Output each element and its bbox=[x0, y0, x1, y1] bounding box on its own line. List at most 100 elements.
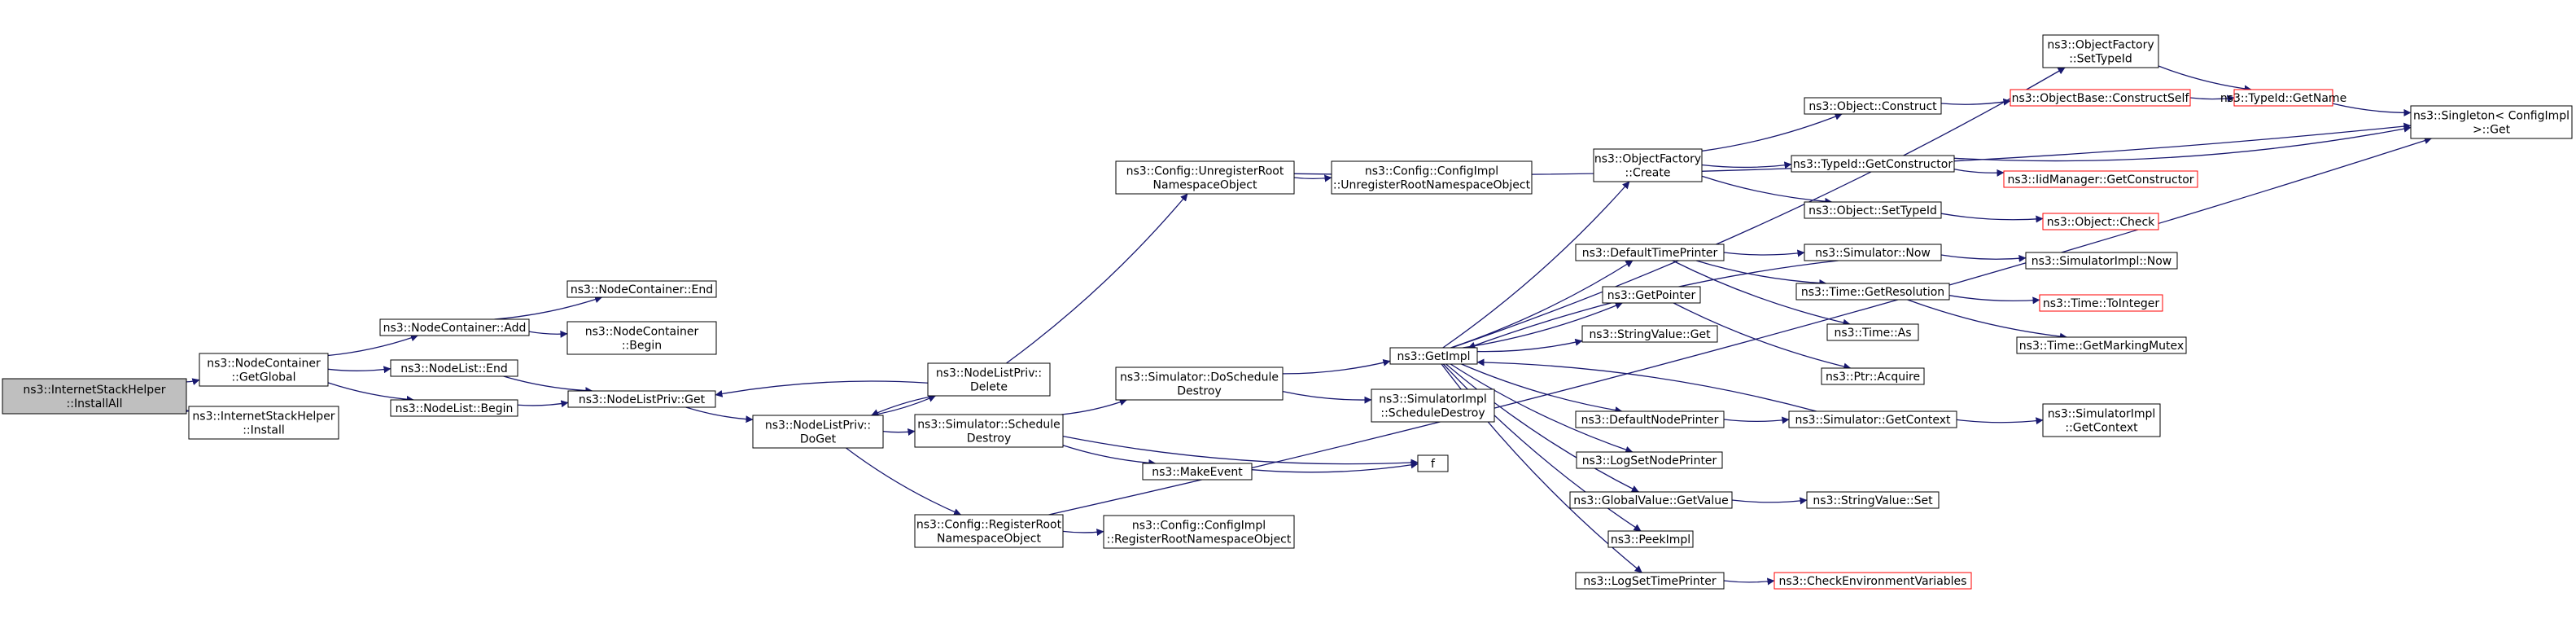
function-node[interactable]: ns3::Singleton< ConfigImpl>::Get bbox=[2410, 105, 2573, 139]
function-node[interactable]: ns3::SimulatorImpl::GetContext bbox=[2042, 403, 2161, 437]
function-node-box[interactable] bbox=[1826, 323, 1919, 341]
function-node[interactable]: ns3::CheckEnvironmentVariables bbox=[1773, 572, 1972, 590]
function-node[interactable]: ns3::DefaultTimePrinter bbox=[1575, 244, 1725, 261]
function-node-box[interactable] bbox=[1115, 160, 1295, 195]
function-node-box[interactable] bbox=[752, 415, 884, 449]
function-node-box[interactable] bbox=[1569, 491, 1733, 509]
function-node[interactable]: ns3::Time::GetResolution bbox=[1795, 283, 1950, 301]
function-node[interactable]: ns3::Time::GetMarkingMutex bbox=[2016, 336, 2187, 354]
function-node-box[interactable] bbox=[1804, 97, 1942, 115]
function-node[interactable]: ns3::NodeListPriv::Delete bbox=[927, 362, 1051, 397]
function-node[interactable]: f bbox=[1417, 454, 1449, 472]
function-node-box[interactable] bbox=[1575, 410, 1725, 428]
function-node[interactable]: ns3::DefaultNodePrinter bbox=[1575, 410, 1725, 428]
function-node-box[interactable] bbox=[1806, 491, 1940, 509]
function-node[interactable]: ns3::IidManager::GetConstructor bbox=[2003, 170, 2198, 188]
function-node[interactable]: ns3::PeekImpl bbox=[1607, 530, 1694, 548]
function-node[interactable]: ns3::Config::ConfigImpl::UnregisterRootN… bbox=[1331, 160, 1533, 195]
function-node-box[interactable] bbox=[199, 353, 329, 387]
function-node[interactable]: ns3::NodeContainer::End bbox=[566, 280, 717, 298]
function-node-box[interactable] bbox=[1795, 283, 1950, 301]
function-node-box[interactable] bbox=[1607, 530, 1694, 548]
function-node[interactable]: ns3::LogSetNodePrinter bbox=[1576, 451, 1723, 469]
function-node-box[interactable] bbox=[2003, 170, 2198, 188]
function-node[interactable]: ns3::Time::ToInteger bbox=[2039, 294, 2163, 312]
function-node[interactable]: ns3::ObjectFactory::SetTypeId bbox=[2042, 34, 2159, 68]
function-node-box[interactable] bbox=[188, 406, 339, 440]
function-node[interactable]: ns3::Object::Check bbox=[2042, 213, 2159, 230]
function-node[interactable]: ns3::Config::RegisterRootNamespaceObject bbox=[914, 514, 1064, 548]
function-node-box[interactable] bbox=[2042, 213, 2159, 230]
function-node-box[interactable] bbox=[2016, 336, 2187, 354]
function-node[interactable]: ns3::Time::As bbox=[1826, 323, 1919, 341]
function-node-box[interactable] bbox=[1331, 160, 1533, 195]
function-node[interactable]: ns3::InternetStackHelper::InstallAll bbox=[2, 378, 187, 415]
function-node[interactable]: ns3::TypeId::GetName bbox=[2220, 89, 2346, 107]
function-node[interactable]: ns3::TypeId::GetConstructor bbox=[1791, 155, 1955, 173]
function-node[interactable]: ns3::NodeContainer::Add bbox=[379, 318, 530, 336]
function-node[interactable]: ns3::ObjectFactory::Create bbox=[1593, 148, 1703, 182]
function-node[interactable]: ns3::StringValue::Set bbox=[1806, 491, 1940, 509]
function-node[interactable]: ns3::Simulator::GetContext bbox=[1788, 410, 1957, 428]
function-node-box[interactable] bbox=[566, 280, 717, 298]
function-node-box[interactable] bbox=[1804, 201, 1942, 219]
function-node-box[interactable] bbox=[1103, 515, 1295, 549]
function-node-box[interactable] bbox=[914, 514, 1064, 548]
function-node-box[interactable] bbox=[1821, 367, 1925, 385]
function-node[interactable]: ns3::StringValue::Get bbox=[1581, 325, 1718, 343]
function-node-box[interactable] bbox=[2042, 34, 2159, 68]
function-node-box[interactable] bbox=[2, 378, 187, 415]
function-node-box[interactable] bbox=[1788, 410, 1957, 428]
function-node-box[interactable] bbox=[379, 318, 530, 336]
function-node[interactable]: ns3::Ptr::Acquire bbox=[1821, 367, 1925, 385]
function-node[interactable]: ns3::NodeListPriv::DoGet bbox=[752, 415, 884, 449]
function-node[interactable]: ns3::Config::ConfigImpl::RegisterRootNam… bbox=[1103, 515, 1295, 549]
function-node-box[interactable] bbox=[2025, 252, 2178, 270]
function-node-box[interactable] bbox=[1773, 572, 1972, 590]
function-node[interactable]: ns3::NodeList::End bbox=[390, 359, 518, 377]
function-node-box[interactable] bbox=[390, 359, 518, 377]
function-node-box[interactable] bbox=[1115, 366, 1284, 401]
function-node[interactable]: ns3::GlobalValue::GetValue bbox=[1569, 491, 1733, 509]
function-node-box[interactable] bbox=[2042, 403, 2161, 437]
function-node[interactable]: ns3::NodeList::Begin bbox=[390, 399, 518, 417]
function-node-box[interactable] bbox=[1581, 325, 1718, 343]
function-node[interactable]: ns3::Object::Construct bbox=[1804, 97, 1942, 115]
function-node[interactable]: ns3::Object::SetTypeId bbox=[1804, 201, 1942, 219]
function-node-box[interactable] bbox=[2233, 89, 2333, 107]
function-node[interactable]: ns3::SimulatorImpl::Now bbox=[2025, 252, 2178, 270]
function-node-box[interactable] bbox=[1142, 463, 1253, 481]
function-node[interactable]: ns3::MakeEvent bbox=[1142, 463, 1253, 481]
function-node[interactable]: ns3::GetPointer bbox=[1602, 286, 1701, 304]
function-node[interactable]: ns3::Config::UnregisterRootNamespaceObje… bbox=[1115, 160, 1295, 195]
function-node-box[interactable] bbox=[567, 390, 716, 408]
function-node-box[interactable] bbox=[2039, 294, 2163, 312]
function-node[interactable]: ns3::Simulator::Now bbox=[1804, 244, 1942, 261]
function-node[interactable]: ns3::LogSetTimePrinter bbox=[1575, 572, 1725, 590]
function-node-box[interactable] bbox=[1371, 388, 1495, 423]
function-node-box[interactable] bbox=[1791, 155, 1955, 173]
function-node[interactable]: ns3::GetImpl bbox=[1389, 347, 1478, 365]
function-node-box[interactable] bbox=[927, 362, 1051, 397]
function-node-box[interactable] bbox=[1575, 244, 1725, 261]
function-node-box[interactable] bbox=[2410, 105, 2573, 139]
function-node[interactable]: ns3::NodeContainer::Begin bbox=[566, 321, 717, 355]
function-node[interactable]: ns3::SimulatorImpl::ScheduleDestroy bbox=[1371, 388, 1495, 423]
function-node[interactable]: ns3::NodeContainer::GetGlobal bbox=[199, 353, 329, 387]
function-node-box[interactable] bbox=[1417, 454, 1449, 472]
function-node-box[interactable] bbox=[2010, 89, 2191, 107]
function-node-box[interactable] bbox=[566, 321, 717, 355]
function-node[interactable]: ns3::InternetStackHelper::Install bbox=[188, 406, 339, 440]
function-node[interactable]: ns3::ObjectBase::ConstructSelf bbox=[2010, 89, 2191, 107]
function-node-box[interactable] bbox=[1602, 286, 1701, 304]
function-node[interactable]: ns3::NodeListPriv::Get bbox=[567, 390, 716, 408]
function-node-box[interactable] bbox=[1575, 572, 1725, 590]
function-node-box[interactable] bbox=[1593, 148, 1703, 182]
function-node[interactable]: ns3::Simulator::ScheduleDestroy bbox=[914, 414, 1064, 448]
function-node-box[interactable] bbox=[1576, 451, 1723, 469]
function-node-box[interactable] bbox=[390, 399, 518, 417]
function-node-box[interactable] bbox=[1804, 244, 1942, 261]
function-node-box[interactable] bbox=[914, 414, 1064, 448]
function-node-box[interactable] bbox=[1389, 347, 1478, 365]
